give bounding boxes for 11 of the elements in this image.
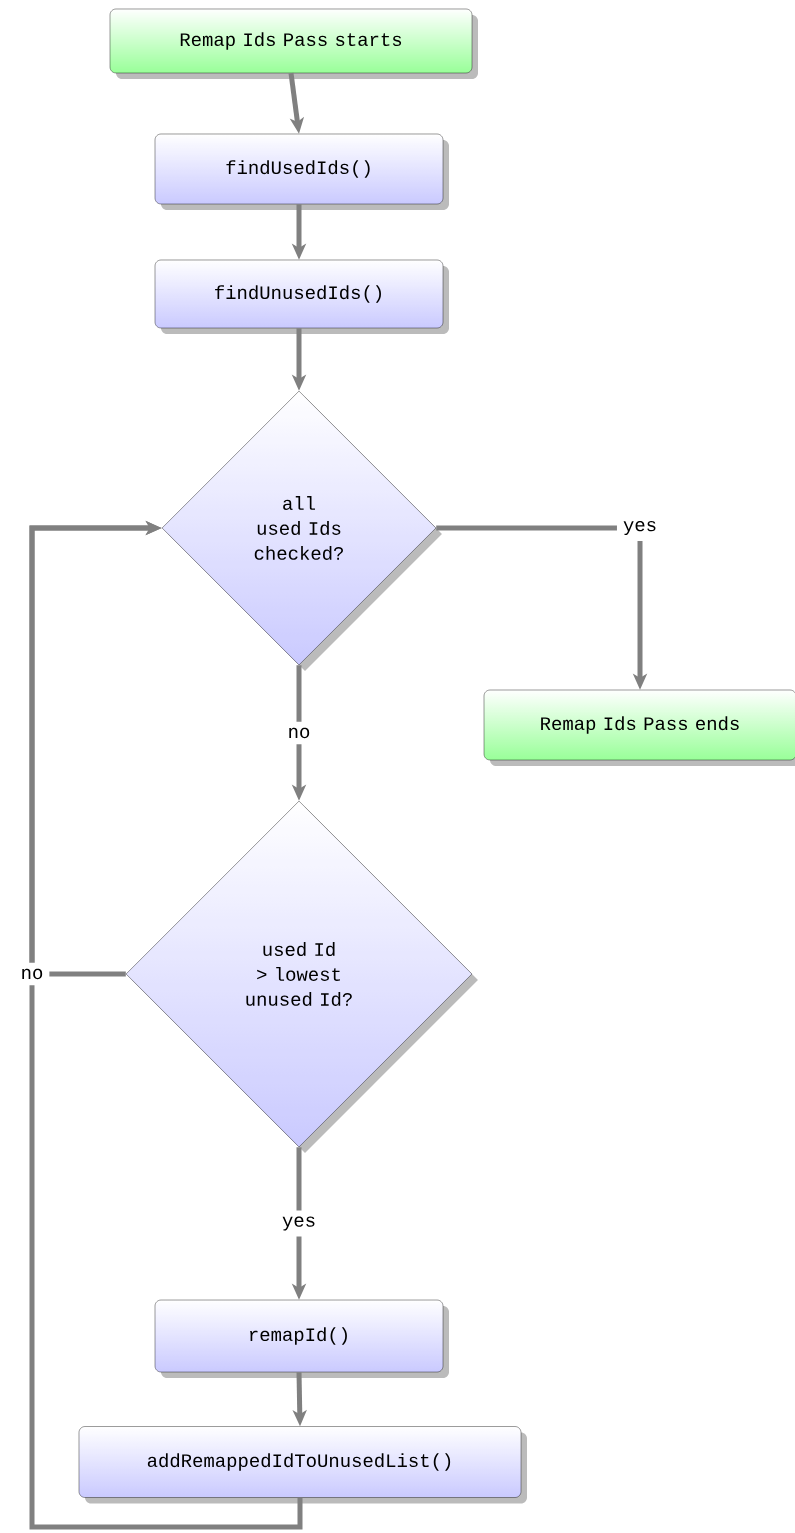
process-box: findUsedIds(): [154, 133, 449, 210]
edge-label: no: [14, 962, 50, 986]
process-box: remapId(): [154, 1299, 449, 1378]
process-box: addRemappedIdToUnusedList(): [78, 1426, 527, 1504]
terminal-box: Remap Ids Pass ends: [483, 689, 795, 766]
arrow: [29, 520, 303, 1530]
process-box: findUnusedIds(): [154, 259, 449, 334]
edge-label: no: [281, 721, 317, 745]
edge-label: yes: [616, 514, 664, 542]
terminal-box: Remap Ids Pass starts: [109, 8, 478, 79]
edge-label: yes: [275, 1210, 323, 1237]
